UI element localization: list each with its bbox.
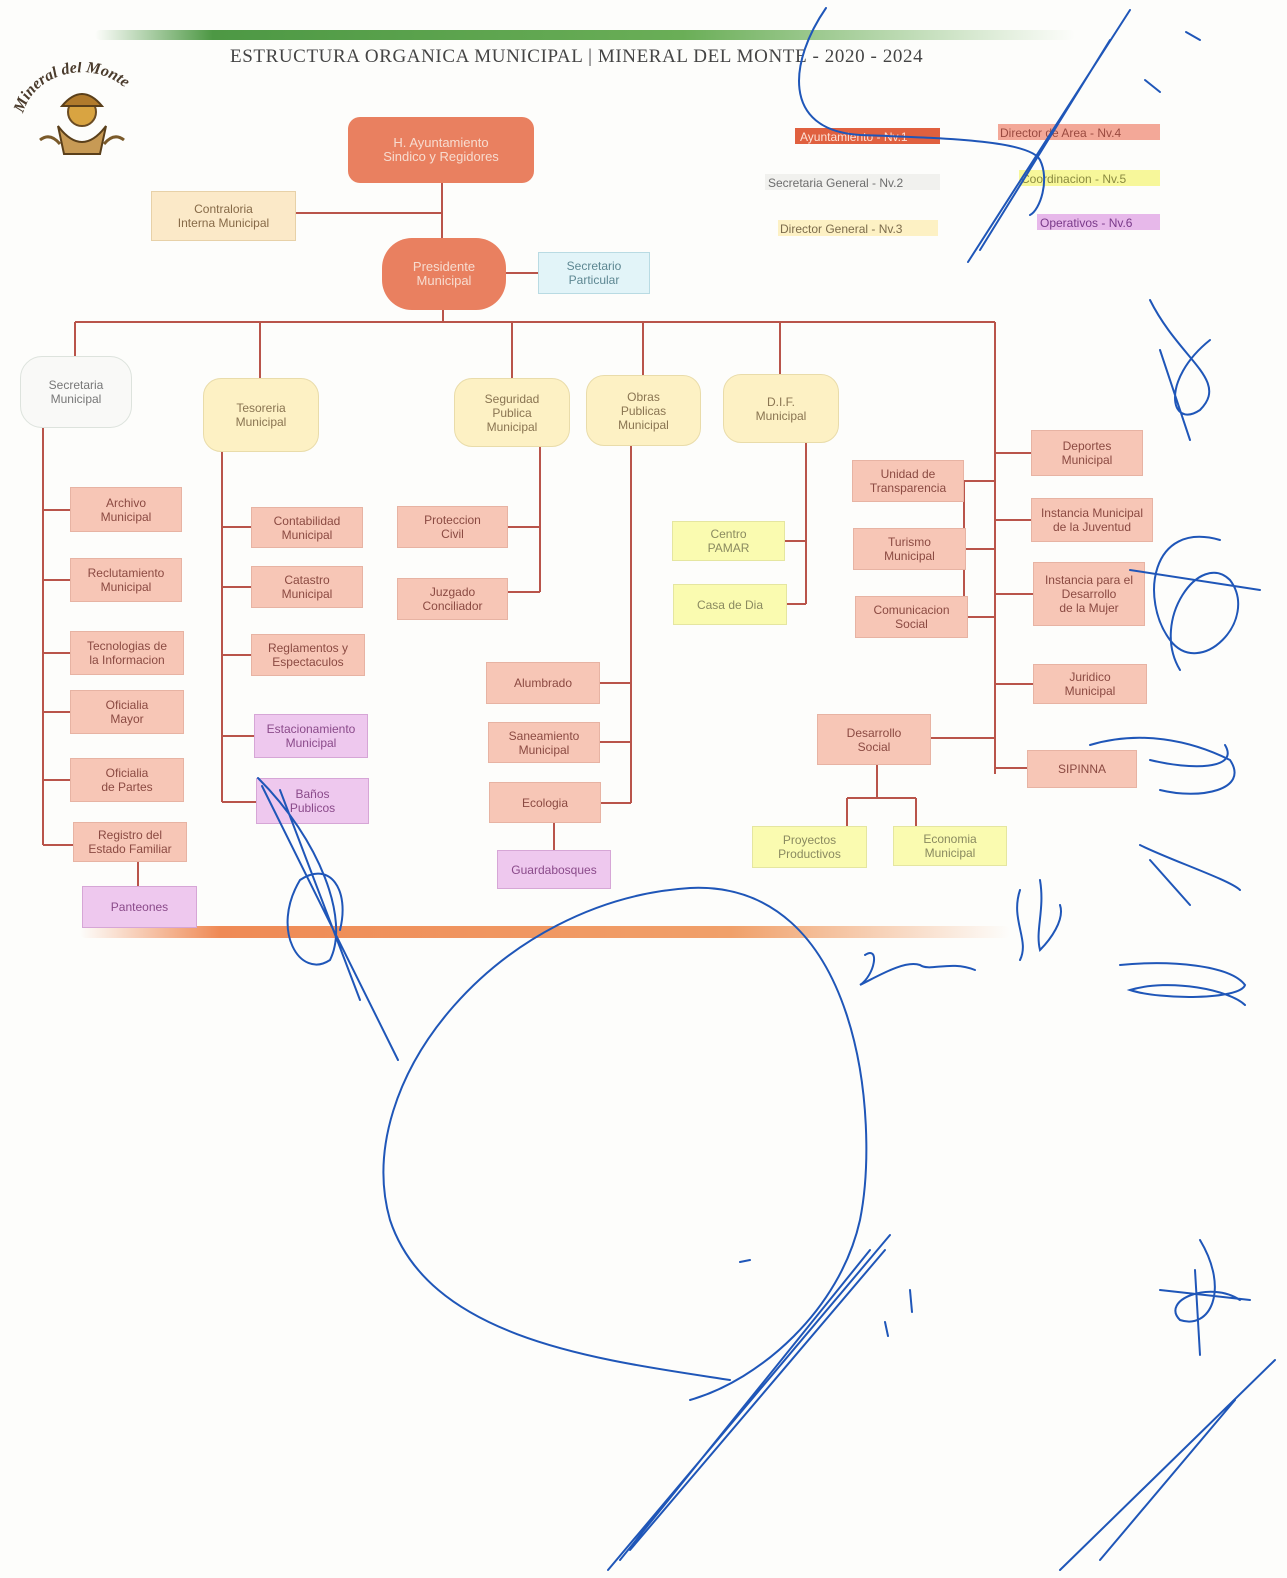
signature-right-1	[1149, 299, 1211, 441]
node-economia[interactable]: Economia Municipal	[893, 826, 1007, 866]
node-desarrollo-social[interactable]: Desarrollo Social	[817, 714, 931, 765]
node-ecologia[interactable]: Ecologia	[489, 782, 601, 823]
signature-diagonal-center	[607, 1234, 891, 1571]
signature-right-3	[1089, 736, 1236, 795]
legend-swatch-5	[1019, 170, 1160, 186]
node-tesoreria[interactable]: Tesoreria Municipal	[203, 378, 319, 452]
legend-director-general: Director General - Nv.3	[780, 222, 903, 236]
node-guardabosques[interactable]: Guardabosques	[497, 850, 611, 889]
node-panteones[interactable]: Panteones	[82, 886, 197, 928]
node-juzgado[interactable]: Juzgado Conciliador	[397, 578, 508, 620]
node-comunicacion[interactable]: Comunicacion Social	[855, 596, 968, 638]
legend-operativos: Operativos - Nv.6	[1040, 216, 1133, 230]
signature-initials-2	[1016, 879, 1062, 961]
node-reglamentos[interactable]: Reglamentos y Espectaculos	[251, 634, 365, 676]
node-casa-de-dia[interactable]: Casa de Dia	[673, 584, 787, 625]
signature-initials-1	[859, 952, 976, 986]
legend-director-area: Director de Area - Nv.4	[1000, 126, 1122, 140]
node-reclutamiento[interactable]: Reclutamiento Municipal	[70, 558, 182, 602]
legend-swatch-3	[778, 220, 938, 236]
node-juventud[interactable]: Instancia Municipal de la Juventud	[1031, 498, 1153, 542]
signature-bottom-right	[1159, 1239, 1251, 1356]
legend-secretaria-general: Secretaria General - Nv.2	[768, 176, 904, 190]
node-tecnologias[interactable]: Tecnologias de la Informacion	[70, 631, 184, 675]
node-sipinna[interactable]: SIPINNA	[1027, 750, 1137, 788]
signature-right-5	[1119, 962, 1247, 1006]
signature-right-4	[1139, 844, 1241, 906]
signature-left	[257, 777, 399, 1061]
node-obras-publicas[interactable]: Obras Publicas Municipal	[586, 375, 701, 446]
legend-swatch-4	[998, 124, 1160, 140]
node-contraloria[interactable]: Contraloria Interna Municipal	[151, 191, 296, 241]
node-oficialia-partes[interactable]: Oficialia de Partes	[70, 758, 184, 802]
node-secretario-particular[interactable]: Secretario Particular	[538, 252, 650, 294]
legend-coordinacion: Coordinacion - Nv.5	[1021, 172, 1127, 186]
node-archivo[interactable]: Archivo Municipal	[70, 487, 182, 532]
node-juridico[interactable]: Juridico Municipal	[1033, 664, 1147, 704]
node-centro[interactable]: Centro PAMAR	[672, 521, 785, 561]
node-ayuntamiento[interactable]: H. Ayuntamiento Sindico y Regidores	[348, 117, 534, 183]
node-seguridad-publica[interactable]: Seguridad Publica Municipal	[454, 378, 570, 447]
legend-swatch-2	[765, 174, 940, 190]
page-title: ESTRUCTURA ORGANICA MUNICIPAL | MINERAL …	[230, 46, 924, 67]
node-saneamiento[interactable]: Saneamiento Municipal	[488, 722, 600, 763]
node-registro-familiar[interactable]: Registro del Estado Familiar	[73, 822, 187, 862]
node-transparencia[interactable]: Unidad de Transparencia	[852, 460, 964, 502]
node-banos-publicos[interactable]: Baños Publicos	[256, 778, 369, 824]
legend-ayuntamiento: Ayuntamiento - Nv.1	[800, 130, 908, 144]
node-mujer[interactable]: Instancia para el Desarrollo de la Mujer	[1033, 562, 1145, 626]
node-alumbrado[interactable]: Alumbrado	[486, 662, 600, 704]
signature-diagonal-bottom	[1059, 1359, 1276, 1571]
node-turismo[interactable]: Turismo Municipal	[853, 528, 966, 570]
node-deportes[interactable]: Deportes Municipal	[1031, 430, 1143, 476]
top-green-band	[95, 30, 1075, 40]
signature-big-loop	[382, 886, 868, 1401]
node-proteccion-civil[interactable]: Proteccion Civil	[397, 506, 508, 548]
node-contabilidad[interactable]: Contabilidad Municipal	[251, 507, 363, 548]
legend-swatch-6	[1037, 214, 1160, 230]
node-oficialia-mayor[interactable]: Oficialia Mayor	[70, 690, 184, 734]
node-dif[interactable]: D.I.F. Municipal	[723, 374, 839, 443]
municipal-logo: Mineral del Monte	[10, 62, 133, 155]
signature-right-2	[1129, 536, 1261, 671]
signature-top-loop	[798, 7, 1046, 216]
node-presidente[interactable]: Presidente Municipal	[382, 238, 506, 310]
node-estacionamiento[interactable]: Estacionamiento Municipal	[254, 714, 368, 758]
node-proyectos-productivos[interactable]: Proyectos Productivos	[752, 826, 867, 868]
signature-diagonal-top	[967, 9, 1131, 263]
node-catastro[interactable]: Catastro Municipal	[251, 566, 363, 608]
node-secretaria-municipal[interactable]: Secretaria Municipal	[20, 356, 132, 428]
